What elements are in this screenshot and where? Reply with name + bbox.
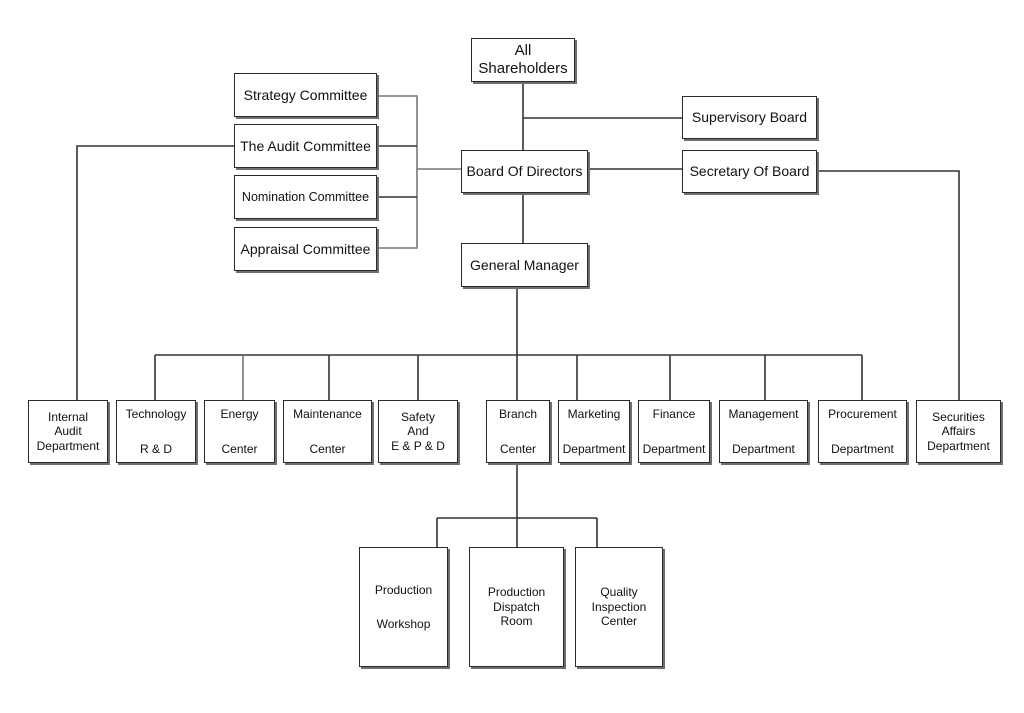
quality-inspection-line1: Quality [600, 585, 638, 600]
appraisal-committee-box: Appraisal Committee [234, 227, 377, 271]
production-dispatch-room-box: Production Dispatch Room [469, 547, 564, 667]
marketing-line1: Marketing [567, 407, 621, 422]
production-workshop-box: Production Workshop [359, 547, 448, 667]
management-line2: Department [732, 441, 795, 456]
appraisal-committee-label: Appraisal Committee [240, 240, 371, 257]
finance-line2: Department [642, 441, 706, 456]
general-manager-label: General Manager [470, 256, 579, 273]
supervisory-board-label: Supervisory Board [691, 109, 808, 126]
internal-audit-line3: Department [36, 438, 100, 453]
shareholders-line1: All [514, 42, 532, 59]
maintenance-line2: Center [309, 441, 346, 456]
energy-center-box: Energy Center [204, 400, 275, 463]
energy-line2: Center [221, 441, 258, 456]
finance-line1: Finance [652, 407, 696, 422]
procurement-line2: Department [831, 441, 894, 456]
procurement-department-box: Procurement Department [818, 400, 907, 463]
audit-committee-box: The Audit Committee [234, 124, 377, 168]
secretary-of-board-label: Secretary Of Board [689, 163, 810, 180]
production-workshop-line1: Production [374, 582, 433, 597]
safety-line3: E & P & D [391, 438, 445, 453]
securities-line2: Affairs [941, 424, 976, 439]
internal-audit-department-box: Internal Audit Department [28, 400, 108, 463]
securities-line1: Securities [932, 409, 985, 424]
management-department-box: Management Department [719, 400, 808, 463]
nomination-committee-label: Nomination Committee [241, 189, 370, 204]
shareholders-line2: Shareholders [478, 60, 568, 77]
quality-inspection-line2: Inspection [591, 599, 647, 614]
maintenance-line1: Maintenance [293, 407, 362, 422]
audit-committee-label: The Audit Committee [240, 137, 371, 154]
safety-line1: Safety [400, 409, 436, 424]
finance-department-box: Finance Department [638, 400, 710, 463]
technology-line1: Technology [125, 407, 187, 422]
shareholders-box: All Shareholders [471, 38, 575, 82]
branch-line2: Center [499, 441, 537, 456]
securities-affairs-department-box: Securities Affairs Department [916, 400, 1001, 463]
production-workshop-line2: Workshop [376, 617, 431, 631]
production-dispatch-line1: Production [487, 585, 546, 600]
internal-audit-line2: Audit [54, 424, 82, 439]
branch-line1: Branch [498, 407, 538, 422]
production-dispatch-line3: Room [500, 614, 533, 629]
safety-epd-box: Safety And E & P & D [378, 400, 458, 463]
technology-line2: R & D [139, 441, 172, 456]
management-line1: Management [728, 407, 799, 422]
procurement-line1: Procurement [828, 407, 897, 422]
marketing-line2: Department [562, 441, 626, 456]
internal-audit-line1: Internal [47, 409, 89, 424]
technology-rd-box: Technology R & D [116, 400, 196, 463]
board-of-directors-box: Board Of Directors [461, 150, 588, 193]
general-manager-box: General Manager [461, 243, 588, 287]
production-dispatch-line2: Dispatch [493, 599, 540, 614]
securities-line3: Department [927, 438, 990, 453]
marketing-department-box: Marketing Department [558, 400, 630, 463]
board-of-directors-label: Board Of Directors [466, 163, 583, 180]
safety-line2: And [407, 424, 429, 439]
quality-inspection-center-box: Quality Inspection Center [575, 547, 663, 667]
strategy-committee-label: Strategy Committee [243, 86, 368, 103]
strategy-committee-box: Strategy Committee [234, 73, 377, 117]
quality-inspection-line3: Center [600, 614, 638, 629]
supervisory-board-box: Supervisory Board [682, 96, 817, 139]
maintenance-center-box: Maintenance Center [283, 400, 372, 463]
branch-center-box: Branch Center [486, 400, 550, 463]
nomination-committee-box: Nomination Committee [234, 175, 377, 219]
secretary-of-board-box: Secretary Of Board [682, 150, 817, 193]
energy-line1: Energy [220, 407, 259, 422]
